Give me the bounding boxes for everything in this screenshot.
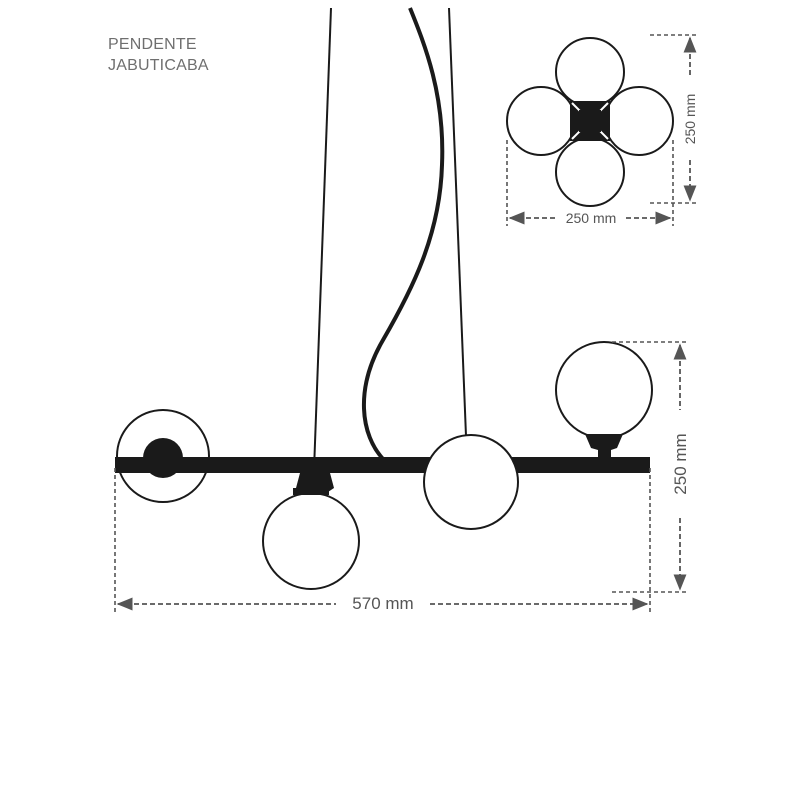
power-cord xyxy=(362,7,445,462)
top-width-label: 250 mm xyxy=(566,210,617,226)
horizontal-bar xyxy=(115,457,650,473)
socket-up-right xyxy=(585,434,623,458)
title-block: PENDENTE JABUTICABA xyxy=(108,34,209,76)
top-view: 250 mm 250 mm xyxy=(506,34,698,226)
product-name-label: JABUTICABA xyxy=(108,57,209,74)
top-globe-north xyxy=(555,37,625,107)
globe-middle xyxy=(423,434,519,530)
front-height-label: 250 mm xyxy=(671,433,690,494)
product-type-label: PENDENTE xyxy=(108,36,197,53)
globe-up-right xyxy=(555,341,653,439)
front-width-dimension: 570 mm xyxy=(114,468,651,613)
front-height-dimension: 250 mm xyxy=(612,341,690,593)
top-globe-west xyxy=(506,86,576,156)
top-height-dimension: 250 mm xyxy=(650,34,698,204)
top-height-label: 250 mm xyxy=(682,94,698,145)
left-end-knob xyxy=(143,438,183,478)
front-width-label: 570 mm xyxy=(352,594,413,613)
suspension-cable-right xyxy=(448,7,467,437)
globe-down-left xyxy=(262,492,360,590)
front-view: 570 mm 250 mm xyxy=(114,7,690,613)
suspension-cable-left xyxy=(313,7,332,471)
top-globe-south xyxy=(555,137,625,207)
socket-ring-down-left xyxy=(293,488,329,495)
top-globe-east xyxy=(604,86,674,156)
top-width-dimension: 250 mm xyxy=(506,140,674,226)
